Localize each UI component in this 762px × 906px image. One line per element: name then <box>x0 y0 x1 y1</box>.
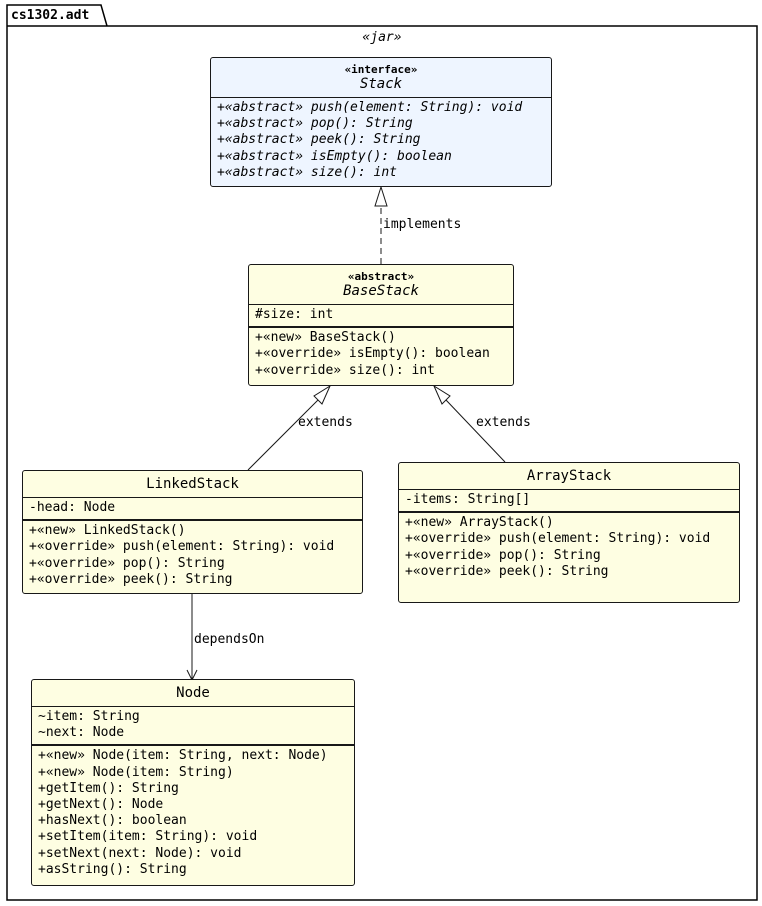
class-name: Stack <box>359 76 403 92</box>
method-row: +«override» pop(): String <box>29 555 225 571</box>
method-row: +«abstract» isEmpty(): boolean <box>217 148 452 164</box>
class-name: BaseStack <box>343 283 419 299</box>
package-frame <box>6 4 758 901</box>
class-attributes: -head: Node <box>23 498 362 522</box>
class-node: Node ~item: String ~next: Node +«new» No… <box>31 679 355 886</box>
class-array-stack: ArrayStack -items: String[] +«new» Array… <box>398 462 740 603</box>
class-methods: +«new» LinkedStack() +«override» push(el… <box>23 521 362 591</box>
class-name: Node <box>176 685 210 701</box>
method-row: +«override» push(element: String): void <box>405 531 711 547</box>
method-row: +getItem(): String <box>38 780 179 796</box>
method-row: +«override» peek(): String <box>405 563 609 579</box>
extends-label-linked: extends <box>298 415 353 430</box>
class-header: LinkedStack <box>23 471 362 498</box>
method-row: +setNext(next: Node): void <box>38 845 242 861</box>
extends-arrowhead-linked <box>313 384 332 405</box>
method-row: +hasNext(): boolean <box>38 813 187 829</box>
class-stereotype: «interface» <box>344 63 418 76</box>
attribute-row: ~next: Node <box>38 725 125 741</box>
method-row: +«abstract» pop(): String <box>217 116 413 132</box>
attribute-row: -items: String[] <box>405 492 531 507</box>
method-row: +«override» push(element: String): void <box>29 539 335 555</box>
class-linked-stack: LinkedStack -head: Node +«new» LinkedSta… <box>22 470 363 594</box>
attribute-row: ~item: String <box>38 709 140 724</box>
implements-label: implements <box>383 217 462 232</box>
extends-arrowhead-array <box>432 384 451 405</box>
class-methods: +«new» Node(item: String, next: Node) +«… <box>32 746 354 881</box>
depends-on-label: dependsOn <box>194 632 265 647</box>
class-name: ArrayStack <box>526 468 612 484</box>
method-row: +«override» pop(): String <box>405 547 601 563</box>
class-header: «abstract» BaseStack <box>249 265 513 305</box>
class-attributes: -items: String[] <box>399 490 739 514</box>
attribute-row: #size: int <box>255 307 334 322</box>
class-methods: +«new» BaseStack() +«override» isEmpty()… <box>249 328 513 382</box>
package-name: cs1302.adt <box>11 8 90 23</box>
method-row: +setItem(item: String): void <box>38 829 258 845</box>
class-name: LinkedStack <box>146 476 239 492</box>
class-attributes: ~item: String ~next: Node <box>32 707 354 747</box>
method-row: +«new» Node(item: String) <box>38 764 234 780</box>
method-row: +«new» LinkedStack() <box>29 523 186 539</box>
class-base-stack: «abstract» BaseStack #size: int +«new» B… <box>248 264 514 386</box>
method-row: +«override» size(): int <box>255 362 436 378</box>
implements-arrowhead <box>374 185 388 207</box>
method-row: +«abstract» push(element: String): void <box>217 100 523 115</box>
class-header: ArrayStack <box>399 463 739 490</box>
class-stack: «interface» Stack +«abstract» push(eleme… <box>210 57 552 187</box>
method-row: +«new» ArrayStack() <box>405 515 554 531</box>
class-methods: +«abstract» push(element: String): void … <box>211 98 551 184</box>
class-stereotype: «abstract» <box>347 270 415 283</box>
class-header: Node <box>32 680 354 707</box>
method-row: +«abstract» size(): int <box>217 164 398 180</box>
class-attributes: #size: int <box>249 305 513 329</box>
method-row: +«new» BaseStack() <box>255 330 396 346</box>
extends-label-array: extends <box>476 415 531 430</box>
method-row: +«override» isEmpty(): boolean <box>255 346 490 362</box>
extends-edge-array <box>445 399 506 463</box>
class-header: «interface» Stack <box>211 58 551 98</box>
attribute-row: -head: Node <box>29 500 116 515</box>
method-row: +«abstract» peek(): String <box>217 132 421 148</box>
method-row: +«override» peek(): String <box>29 571 233 587</box>
extends-edge-linked <box>247 399 319 471</box>
method-row: +«new» Node(item: String, next: Node) <box>38 748 328 764</box>
class-methods: +«new» ArrayStack() +«override» push(ele… <box>399 513 739 583</box>
package-stereotype: «jar» <box>362 30 402 45</box>
method-row: +getNext(): Node <box>38 797 164 813</box>
method-row: +asString(): String <box>38 861 187 877</box>
